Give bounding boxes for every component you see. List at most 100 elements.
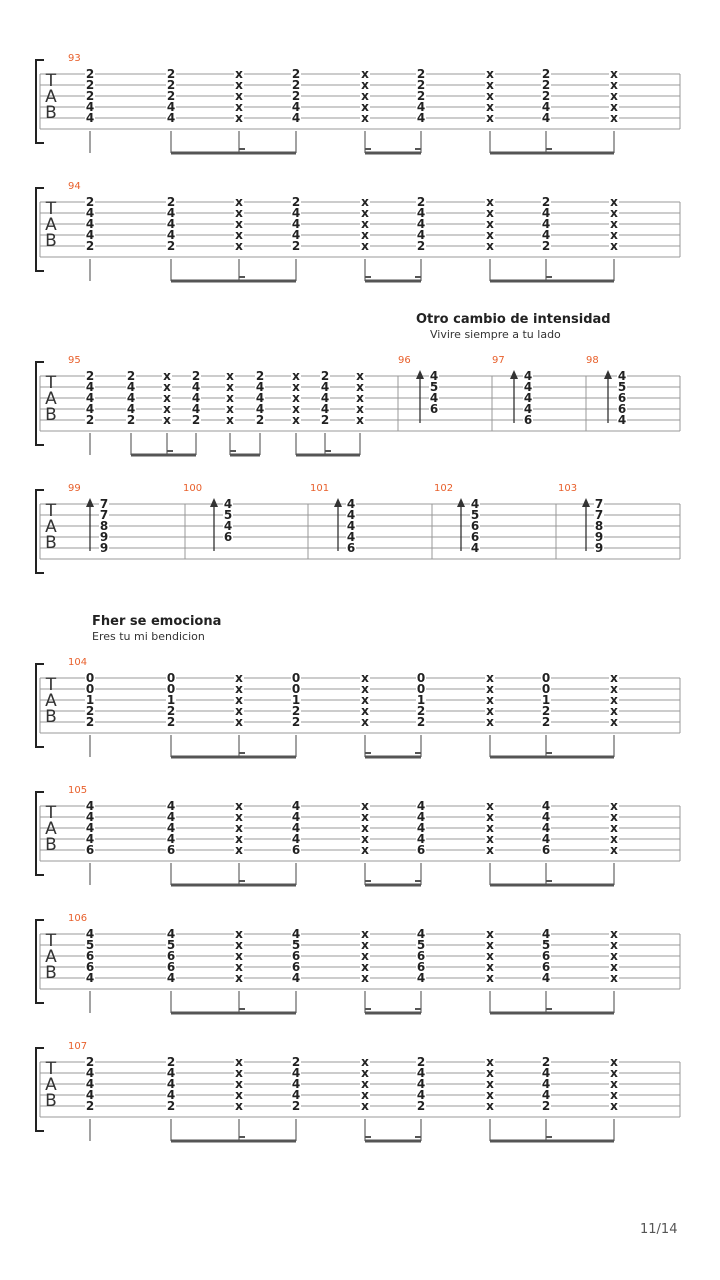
- tab-note: x: [361, 810, 369, 824]
- note-bg: [485, 69, 495, 79]
- tab-note: 2: [417, 89, 425, 103]
- note-bg: [416, 962, 426, 972]
- tab-note: x: [486, 239, 494, 253]
- tab-note: 4: [542, 1088, 550, 1102]
- note-bg: [234, 80, 244, 90]
- tab-note: x: [235, 715, 243, 729]
- note-bg: [291, 80, 301, 90]
- note-bg: [85, 230, 95, 240]
- tab-note: x: [361, 960, 369, 974]
- tab-note: x: [486, 693, 494, 707]
- note-bg: [485, 1057, 495, 1067]
- tab-note: x: [610, 111, 618, 125]
- tab-note: x: [486, 1099, 494, 1113]
- note-bg: [541, 684, 551, 694]
- note-bg: [416, 1090, 426, 1100]
- note-bg: [485, 929, 495, 939]
- note-bg: [485, 208, 495, 218]
- note-bg: [234, 197, 244, 207]
- tab-note: x: [361, 195, 369, 209]
- tab-note: x: [486, 111, 494, 125]
- tab-note: 4: [471, 541, 479, 555]
- tab-note: 4: [524, 402, 532, 416]
- note-bg: [291, 684, 301, 694]
- note-bg: [162, 371, 172, 381]
- note-bg: [617, 382, 627, 392]
- strum-up-arrow: [334, 498, 342, 507]
- tab-note: 4: [417, 1088, 425, 1102]
- note-bg: [234, 951, 244, 961]
- tab-note: 7: [100, 497, 108, 511]
- tab-note: 4: [542, 111, 550, 125]
- note-bg: [541, 962, 551, 972]
- measure-number: 100: [183, 483, 202, 494]
- note-bg: [416, 951, 426, 961]
- note-bg: [594, 499, 604, 509]
- note-bg: [470, 499, 480, 509]
- note-bg: [85, 208, 95, 218]
- tab-note: 4: [347, 497, 355, 511]
- note-bg: [609, 929, 619, 939]
- tab-note: 4: [224, 497, 232, 511]
- note-bg: [609, 801, 619, 811]
- note-bg: [291, 706, 301, 716]
- strum-up-arrow: [604, 370, 612, 379]
- note-bg: [99, 499, 109, 509]
- tab-clef-letter: B: [45, 533, 57, 553]
- tab-note: x: [235, 206, 243, 220]
- note-bg: [291, 834, 301, 844]
- tab-note: x: [361, 89, 369, 103]
- note-bg: [541, 208, 551, 218]
- note-bg: [485, 845, 495, 855]
- note-bg: [85, 929, 95, 939]
- tab-note: 4: [167, 1077, 175, 1091]
- tab-note: 2: [192, 413, 200, 427]
- note-bg: [485, 197, 495, 207]
- note-bg: [541, 801, 551, 811]
- note-bg: [609, 241, 619, 251]
- system-bracket: [35, 361, 44, 446]
- note-bg: [355, 382, 365, 392]
- tab-clef-letter: B: [45, 103, 57, 123]
- tab-note: 4: [542, 971, 550, 985]
- note-bg: [485, 834, 495, 844]
- note-bg: [166, 230, 176, 240]
- note-bg: [541, 673, 551, 683]
- note-bg: [291, 1101, 301, 1111]
- tab-note: x: [292, 391, 300, 405]
- note-bg: [355, 393, 365, 403]
- tab-note: 6: [167, 843, 175, 857]
- note-bg: [85, 845, 95, 855]
- tab-note: 4: [292, 821, 300, 835]
- note-bg: [360, 1101, 370, 1111]
- note-bg: [416, 1101, 426, 1111]
- tab-note: x: [486, 89, 494, 103]
- tab-note: x: [486, 195, 494, 209]
- tab-note: 4: [542, 100, 550, 114]
- note-bg: [470, 543, 480, 553]
- note-bg: [609, 834, 619, 844]
- tab-note: 2: [417, 67, 425, 81]
- tab-note: 2: [86, 369, 94, 383]
- tab-clef-letter: A: [45, 215, 57, 235]
- note-bg: [609, 684, 619, 694]
- note-bg: [234, 845, 244, 855]
- note-bg: [355, 371, 365, 381]
- tab-note: 2: [542, 1099, 550, 1113]
- tab-note: 4: [417, 927, 425, 941]
- tab-note: 2: [417, 78, 425, 92]
- tab-note: 1: [542, 693, 550, 707]
- note-bg: [360, 973, 370, 983]
- tab-note: 4: [292, 927, 300, 941]
- tab-note: x: [356, 391, 364, 405]
- measure-number: 94: [68, 181, 81, 192]
- note-bg: [485, 673, 495, 683]
- tab-note: 4: [86, 799, 94, 813]
- tab-note: 4: [292, 217, 300, 231]
- tab-note: 4: [86, 1088, 94, 1102]
- tab-note: x: [235, 1066, 243, 1080]
- tab-note: 2: [292, 67, 300, 81]
- tab-note: x: [226, 402, 234, 416]
- note-bg: [485, 823, 495, 833]
- tab-note: 4: [417, 971, 425, 985]
